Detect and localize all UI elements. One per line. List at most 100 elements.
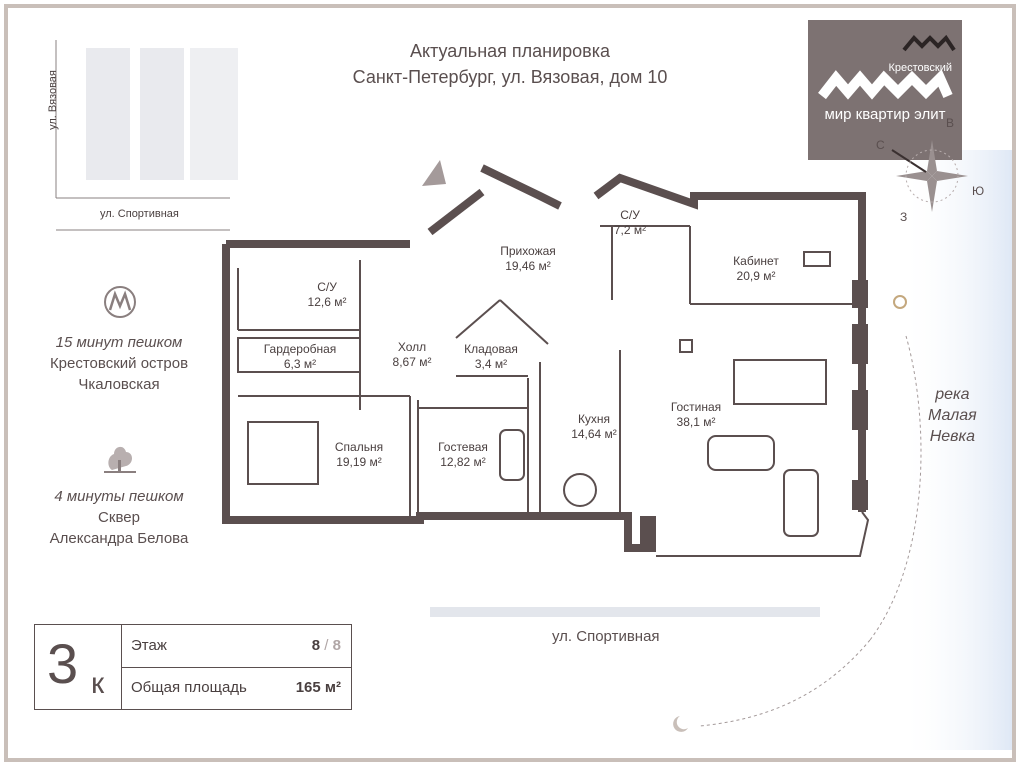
street-sportivnaya-label: ул. Спортивная xyxy=(100,208,179,220)
room-name: С/У xyxy=(317,280,337,294)
room-name: Кухня xyxy=(577,412,611,426)
title-line-1: Актуальная планировка xyxy=(409,41,611,61)
title-line-2: Санкт-Петербург, ул. Вязовая, дом 10 xyxy=(352,67,668,87)
metro-station-2: Чкаловская xyxy=(78,376,160,393)
room-office: Кабинет 20,9 м² xyxy=(724,254,788,284)
agency-logo: Крестовский мир квартир элит xyxy=(808,20,962,160)
floor-label: Этаж xyxy=(131,637,167,654)
room-guest: Гостевая 12,82 м² xyxy=(428,440,498,470)
wall-storage-left xyxy=(455,299,501,339)
room-name: Кладовая xyxy=(464,342,518,356)
compass-west: З xyxy=(900,210,908,224)
logo-mark-icon xyxy=(818,34,956,100)
river-line-2: Малая xyxy=(928,407,977,424)
room-wardrobe: Гардеробная 6,3 м² xyxy=(252,342,348,372)
sun-icon xyxy=(893,295,907,309)
window-4 xyxy=(454,512,474,520)
page-frame xyxy=(4,4,1016,762)
metro-info: 15 минут пешком Крестовский остров Чкало… xyxy=(30,332,208,395)
compass-north: С xyxy=(876,138,885,152)
rooms-suffix: к xyxy=(91,667,105,700)
outer-wall-top-right xyxy=(593,173,866,512)
page-title: Актуальная планировка Санкт-Петербург, у… xyxy=(300,38,720,90)
room-name: Холл xyxy=(397,340,427,354)
room-name: Спальня xyxy=(334,440,384,454)
sofa xyxy=(707,435,775,471)
logo-name: мир квартир элит xyxy=(824,106,946,123)
compass-icon xyxy=(891,140,968,212)
room-name: С/У xyxy=(620,208,640,222)
river-label: река Малая Невка xyxy=(928,384,977,447)
window-9 xyxy=(852,480,868,510)
guest-sofa xyxy=(499,429,525,481)
park-name-1: Сквер xyxy=(98,509,140,526)
park-info: 4 минуты пешком Сквер Александра Белова xyxy=(30,486,208,549)
moon-icon xyxy=(673,716,688,732)
apartment-info-box: 3 к Этаж 8 / 8 Общая площадь 165 м² xyxy=(34,624,352,710)
room-area: 38,1 м² xyxy=(676,415,716,429)
room-area: 12,6 м² xyxy=(307,295,347,309)
wall-entry-top xyxy=(480,164,562,210)
window-5 xyxy=(492,512,512,520)
sofa-right xyxy=(783,469,819,537)
window-7 xyxy=(852,324,868,364)
room-bathroom-2: С/У 7,2 м² xyxy=(604,208,656,238)
metro-icon xyxy=(104,286,136,318)
river-line-1: река xyxy=(935,386,970,403)
dining-table xyxy=(733,359,827,405)
park-walk-time: 4 минуты пешком xyxy=(54,488,184,505)
wardrobe-room xyxy=(237,337,361,373)
tree-icon xyxy=(104,446,136,473)
location-map xyxy=(55,40,238,231)
room-bathroom-1: С/У 12,6 м² xyxy=(292,280,362,310)
floor-current: 8 xyxy=(311,637,321,654)
outer-wall-bottom-right xyxy=(656,511,870,557)
room-area: 12,82 м² xyxy=(440,455,486,469)
room-area: 7,2 м² xyxy=(613,223,647,237)
river-line-3: Невка xyxy=(929,428,975,445)
room-area: 19,19 м² xyxy=(336,455,382,469)
room-name: Гардеробная xyxy=(263,342,337,356)
metro-walk-time: 15 минут пешком xyxy=(55,334,183,351)
column xyxy=(679,339,693,353)
room-name: Гостиная xyxy=(670,400,722,414)
room-area: 3,4 м² xyxy=(474,357,508,371)
room-entrance: Прихожая 19,46 м² xyxy=(492,244,564,274)
room-name: Гостевая xyxy=(438,440,488,454)
window-2 xyxy=(324,516,344,524)
area-value: 165 м² xyxy=(295,679,341,696)
compass-south: Ю xyxy=(972,184,985,198)
room-kitchen: Кухня 14,64 м² xyxy=(560,412,628,442)
rooms-count: 3 xyxy=(47,632,79,695)
window-1 xyxy=(266,516,294,524)
compass-east: В xyxy=(946,116,955,130)
room-area: 8,67 м² xyxy=(392,355,432,369)
window-8 xyxy=(852,390,868,430)
bottom-street-label: ул. Спортивная xyxy=(552,628,660,645)
floor-value: 8 / 8 xyxy=(312,637,341,654)
sun-path-lower xyxy=(699,639,871,727)
room-area: 6,3 м² xyxy=(283,357,317,371)
room-hall: Холл 8,67 м² xyxy=(380,340,444,370)
floor-total: 8 xyxy=(332,637,341,654)
metro-station-1: Крестовский остров xyxy=(49,355,189,372)
outer-wall-bottom-left xyxy=(222,244,656,552)
wall-storage-right xyxy=(499,299,549,345)
window-3 xyxy=(364,516,384,524)
kitchen-table xyxy=(563,473,597,507)
bed xyxy=(247,421,319,485)
office-desk xyxy=(803,251,831,267)
sun-path xyxy=(869,335,922,641)
floor-separator: / xyxy=(320,637,333,654)
room-name: Прихожая xyxy=(500,244,556,258)
park-name-2: Александра Белова xyxy=(49,530,189,547)
room-bedroom: Спальня 19,19 м² xyxy=(324,440,394,470)
info-divider-horizontal xyxy=(121,667,351,668)
entry-arrow-icon xyxy=(422,160,446,186)
room-area: 14,64 м² xyxy=(571,427,617,441)
room-name: Кабинет xyxy=(733,254,779,268)
logo-script: Крестовский xyxy=(888,62,953,74)
room-living: Гостиная 38,1 м² xyxy=(664,400,728,430)
